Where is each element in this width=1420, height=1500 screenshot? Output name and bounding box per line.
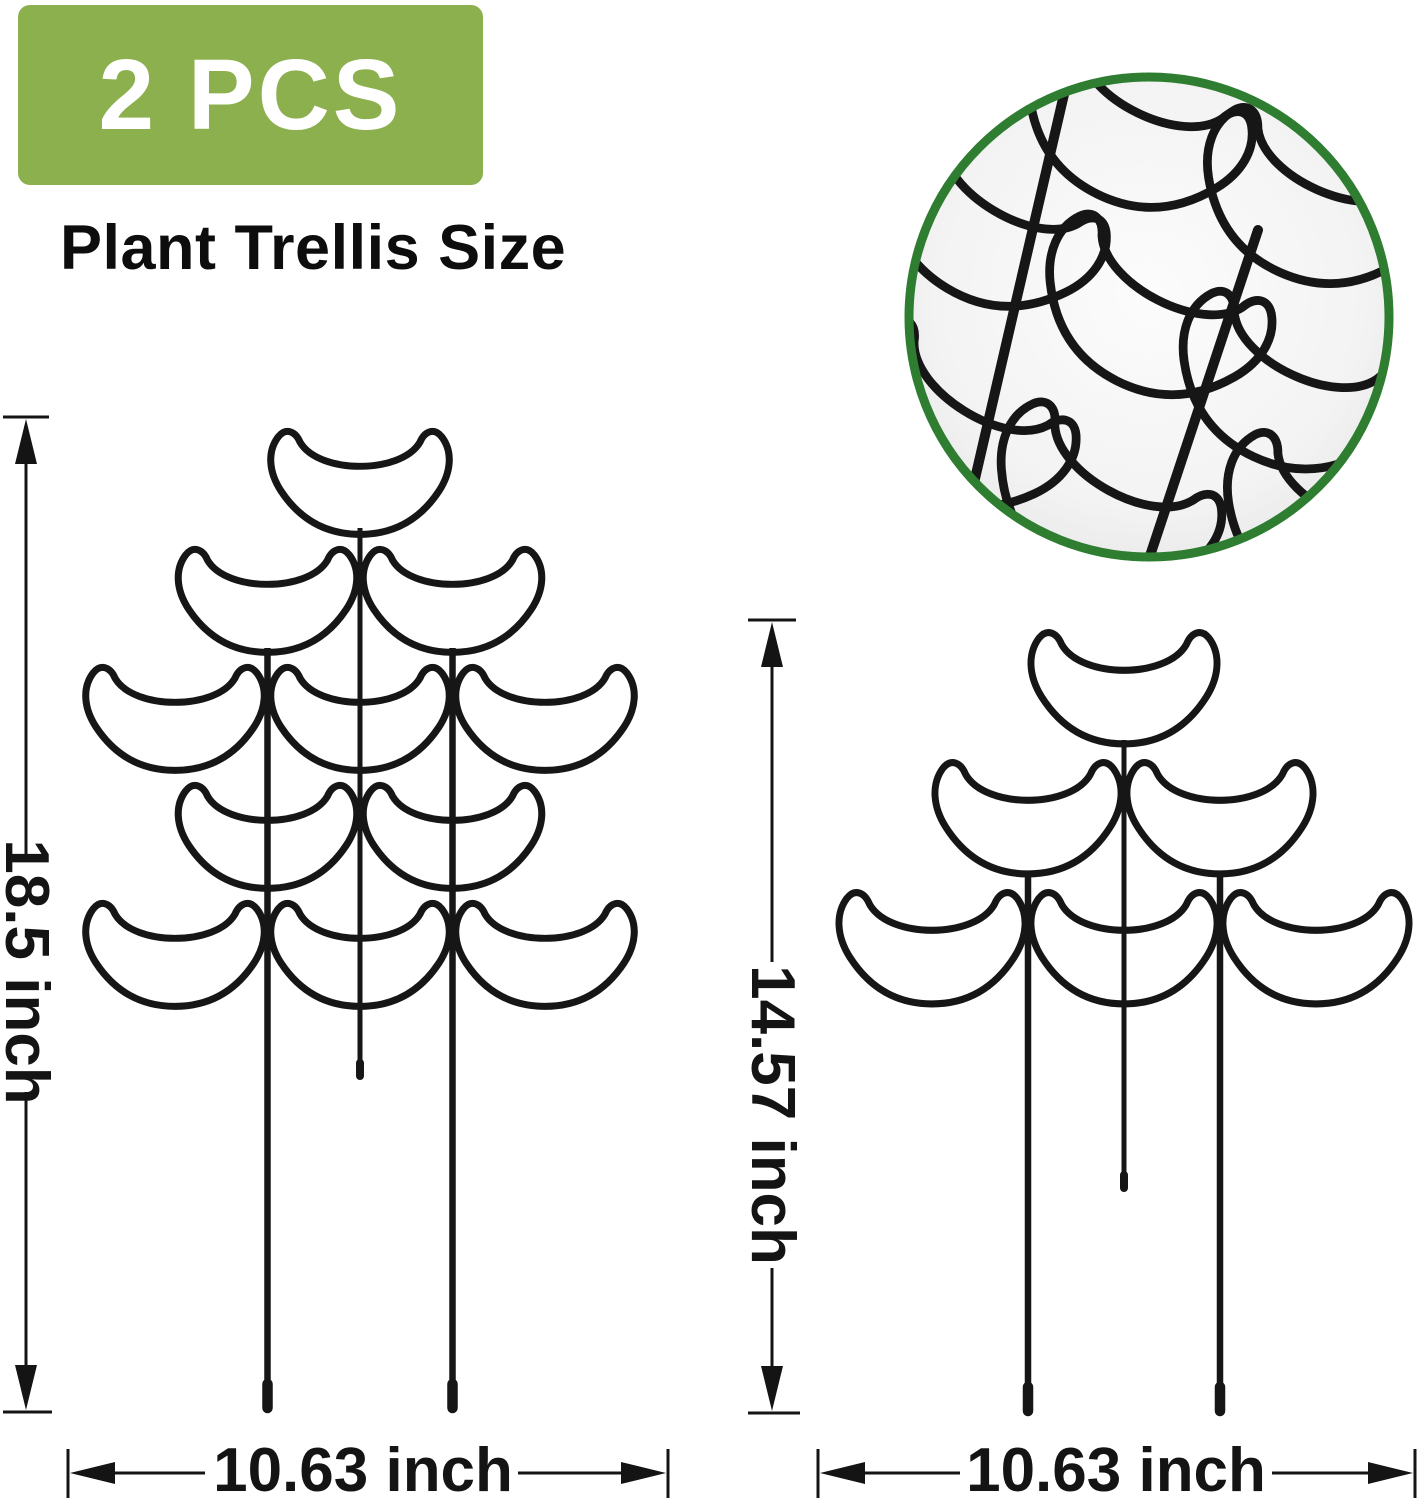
small-trellis-height-label: 14.57 inch <box>738 965 807 1265</box>
crescent-wire <box>267 428 453 538</box>
crescent-wire <box>82 900 268 1010</box>
crescent-wire <box>359 546 546 656</box>
small-trellis-width-label: 10.63 inch <box>966 1436 1266 1500</box>
dimension-arrowhead <box>1368 1462 1413 1484</box>
dimension-arrowhead <box>820 1462 865 1484</box>
inset-crescent-wire <box>1223 428 1389 557</box>
inset-photo <box>909 77 1389 557</box>
inset-crescent-wire <box>909 314 1081 512</box>
crescent-wire <box>1219 889 1413 1008</box>
crescent-wire <box>174 546 361 656</box>
crescent-wire <box>452 664 638 774</box>
dimension-annotations <box>3 415 1417 1498</box>
large-trellis-illustration <box>82 428 638 1414</box>
dimension-arrowhead <box>761 622 783 667</box>
crescent-wire <box>1123 759 1317 878</box>
dimension-arrowhead <box>15 419 37 464</box>
inset-ring <box>904 72 1394 562</box>
dimension-arrowhead <box>70 1462 115 1484</box>
quantity-badge: 2 PCS <box>18 5 483 185</box>
crescent-wire <box>359 782 546 892</box>
inset-crescent-wire <box>909 115 1111 311</box>
dimension-arrowhead <box>621 1462 666 1484</box>
crescent-wire <box>174 782 361 892</box>
page-title: Plant Trellis Size <box>60 213 567 283</box>
dimension-arrowhead <box>15 1365 37 1410</box>
dimension-arrowhead <box>761 1366 783 1411</box>
inset-crescent-wire <box>1178 286 1389 474</box>
crescent-wire <box>1027 889 1221 1008</box>
quantity-badge-label: 2 PCS <box>98 38 403 151</box>
crescent-wire <box>267 900 453 1010</box>
large-trellis-height-label: 18.5 inch <box>0 839 61 1105</box>
crescent-wire <box>835 889 1029 1008</box>
crescent-wire <box>452 900 638 1010</box>
large-trellis-width-label: 10.63 inch <box>213 1436 513 1500</box>
crescent-wire <box>82 664 268 774</box>
crescent-wire <box>267 664 453 774</box>
crescent-wire <box>931 759 1125 878</box>
small-trellis-illustration <box>835 629 1413 1417</box>
crescent-wire <box>1027 629 1221 748</box>
inset-crescent-wire <box>1203 103 1389 289</box>
